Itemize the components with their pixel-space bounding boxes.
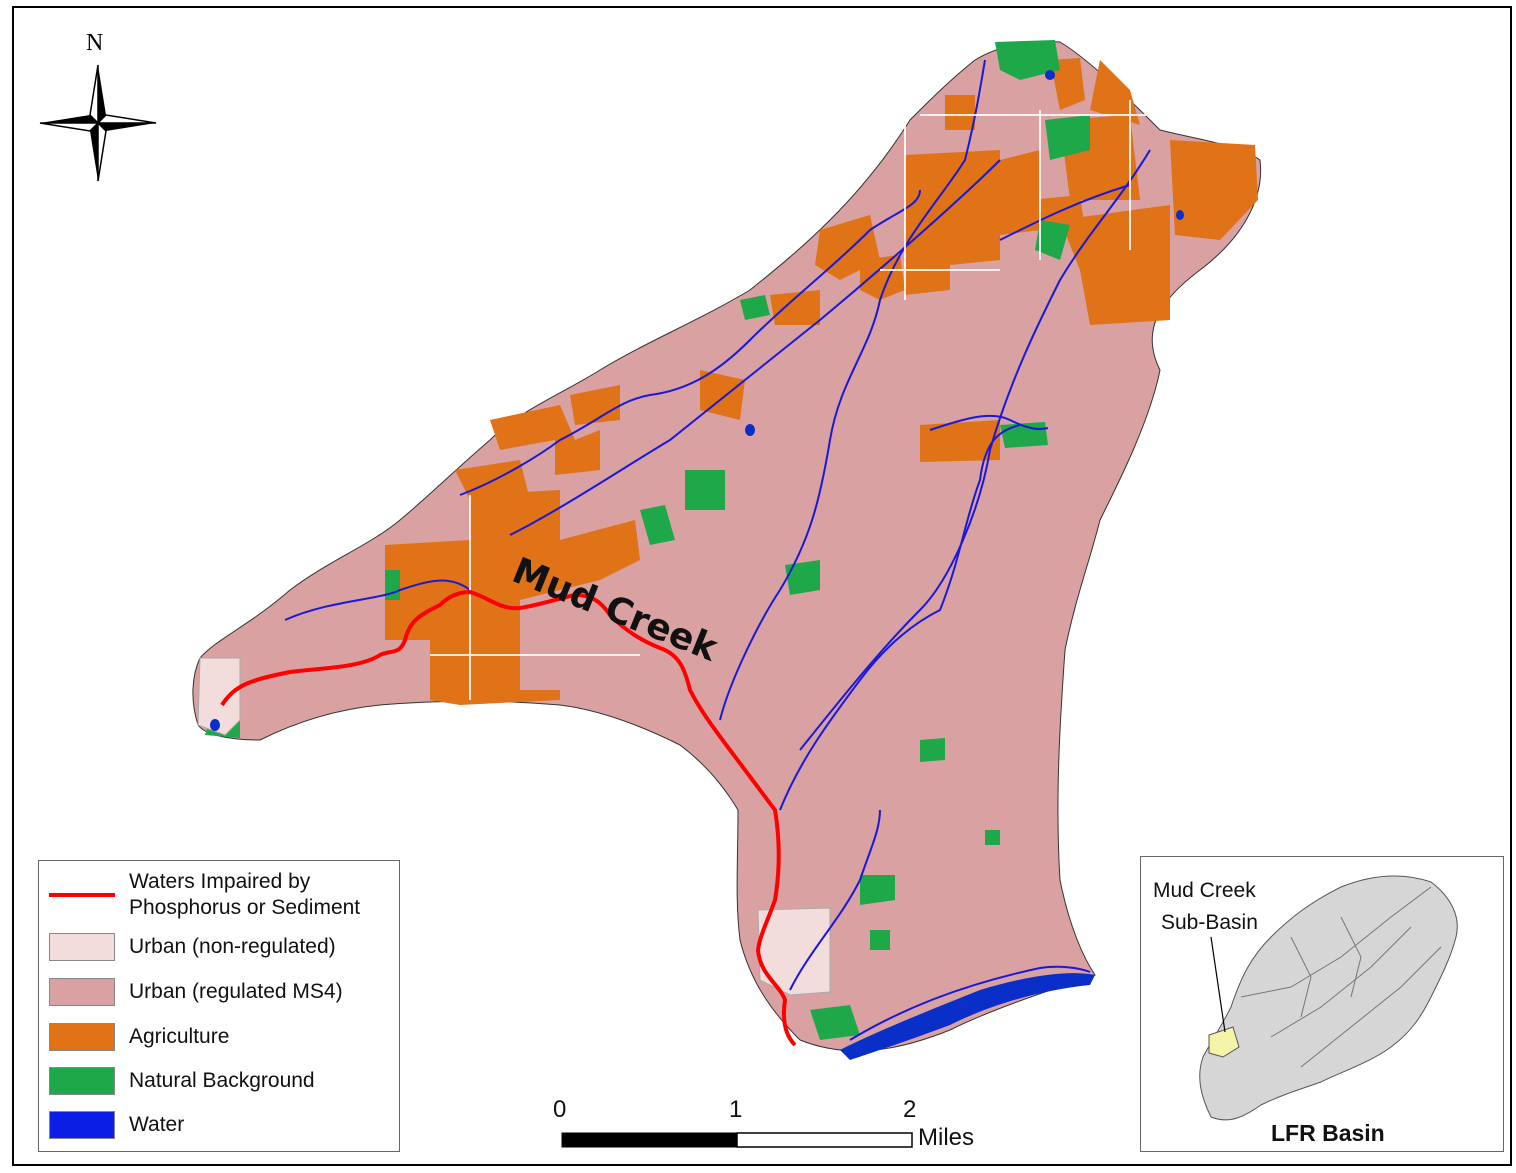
sub-basin-boundaries (1240, 886, 1442, 1068)
legend-label-impaired-line2: Phosphorus or Sediment (129, 896, 361, 919)
inset-map-canvas: Mud Creek Sub-Basin LFR Basin (1153, 875, 1458, 1146)
legend-label-natural-background: Natural Background (129, 1069, 315, 1092)
callout-leader-line (1210, 936, 1226, 1033)
legend-item-impaired-waters: Waters Impaired by Phosphorus or Sedimen… (49, 869, 360, 921)
inset-locator-map: Mud Creek Sub-Basin LFR Basin (1140, 856, 1504, 1152)
lfr-basin-shape (1199, 875, 1458, 1121)
roads (430, 100, 1170, 700)
legend-item-natural-background: Natural Background (49, 1067, 315, 1095)
inset-basin-label: LFR Basin (1271, 1120, 1385, 1146)
scale-tick-2: 2 (903, 1096, 917, 1123)
natural-background-swatch (49, 1067, 115, 1095)
map-frame (12, 6, 1512, 1166)
legend-item-agriculture: Agriculture (49, 1023, 229, 1051)
north-arrow-icon (39, 64, 157, 182)
urban-nonregulated-swatch (49, 933, 115, 961)
inset-callout-line2: Sub-Basin (1161, 911, 1258, 934)
agriculture-swatch (49, 1023, 115, 1051)
impaired-line-swatch (49, 893, 115, 897)
impaired-stream-mud-creek (220, 589, 797, 1047)
legend-label-agriculture: Agriculture (129, 1025, 230, 1048)
legend-label-urban-nonregulated: Urban (non-regulated) (129, 935, 336, 958)
tributary-streams (284, 59, 1151, 1041)
inset-callout-line1: Mud Creek (1153, 879, 1256, 902)
natural-background-areas (205, 40, 1090, 1040)
legend-label-urban-regulated: Urban (regulated MS4) (129, 980, 343, 1003)
north-label: N (86, 30, 104, 56)
legend-item-urban-regulated: Urban (regulated MS4) (49, 978, 343, 1006)
urban-nonregulated-areas (197, 657, 831, 996)
legend: Waters Impaired by Phosphorus or Sedimen… (38, 860, 400, 1152)
scale-tick-0: 0 (553, 1096, 567, 1123)
legend-item-urban-nonregulated: Urban (non-regulated) (49, 933, 336, 961)
legend-item-water: Water (49, 1111, 184, 1139)
legend-label-water: Water (129, 1113, 185, 1136)
scale-bar (561, 1132, 913, 1148)
urban-regulated-swatch (49, 978, 115, 1006)
basin-urban-regulated (192, 41, 1262, 1052)
mud-creek-sub-basin-highlight (1208, 1026, 1240, 1058)
legend-label-impaired-line1: Waters Impaired by (129, 870, 311, 893)
scale-tick-1: 1 (729, 1096, 743, 1123)
scale-units: Miles (918, 1124, 975, 1151)
water-swatch (49, 1111, 115, 1139)
water-areas (210, 70, 1184, 1060)
